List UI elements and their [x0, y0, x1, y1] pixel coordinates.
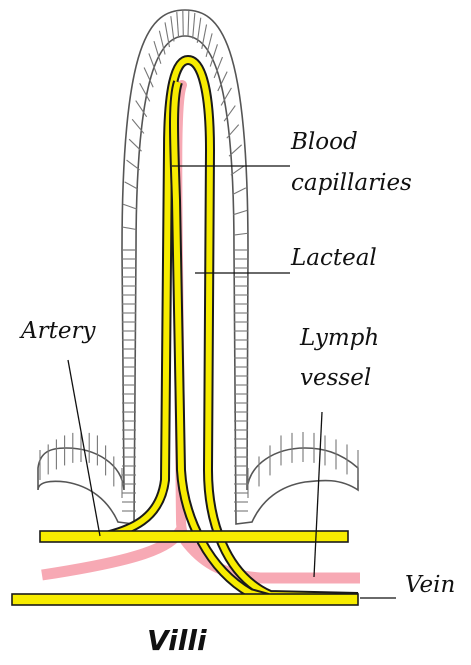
lymph-vessel-leader: [314, 412, 322, 577]
diagram-title: Villi: [147, 627, 207, 655]
vein-vessel: [12, 594, 358, 605]
label-lacteal: Lacteal: [291, 247, 377, 270]
label-vein: Vein: [405, 574, 455, 597]
capillary-inner-outline: [174, 82, 268, 598]
artery-vessel: [40, 531, 348, 542]
label-artery: Artery: [21, 320, 95, 343]
label-blood: Blood: [291, 131, 358, 154]
label-capillaries: capillaries: [291, 172, 412, 195]
label-vessel: vessel: [300, 367, 371, 390]
label-lymph: Lymph: [300, 327, 379, 350]
